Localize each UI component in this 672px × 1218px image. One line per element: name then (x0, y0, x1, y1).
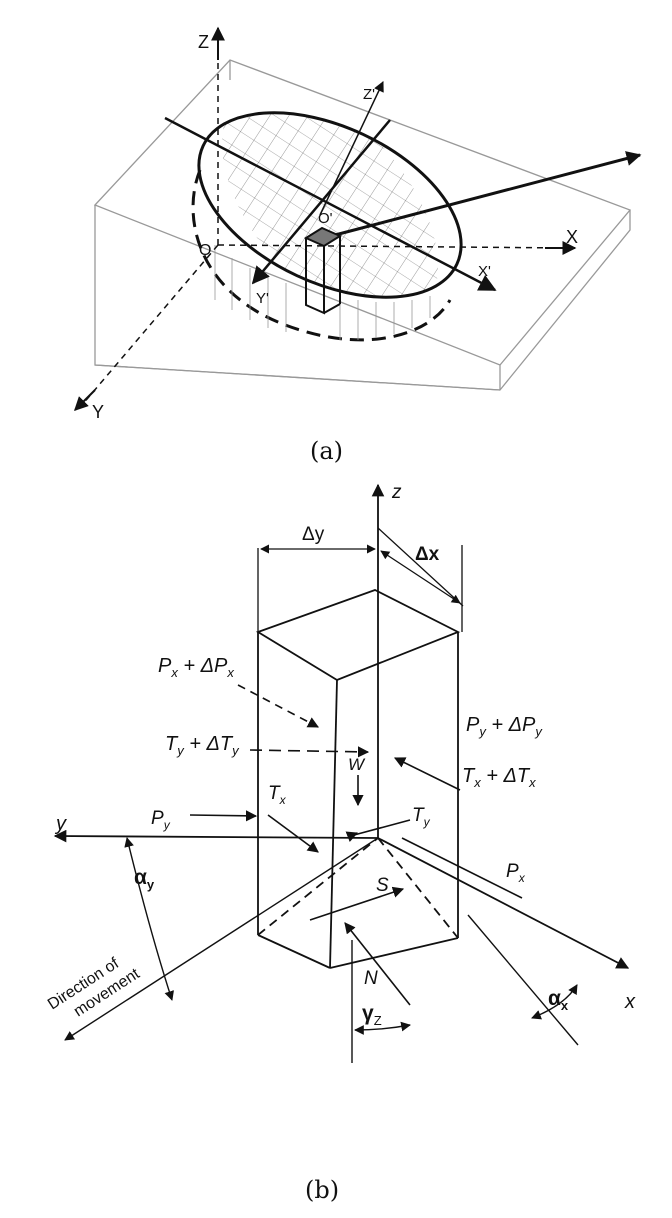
label-px: Px (506, 861, 526, 885)
label-alpha-x: αx (548, 987, 569, 1013)
x-prime-axis (164, 116, 497, 292)
global-axes-dashed (81, 50, 571, 406)
label-o-prime: O' (318, 210, 333, 227)
label-tx: Tx (268, 783, 287, 807)
y-axis-tip (74, 389, 96, 411)
label-z: Z (198, 32, 209, 52)
label-direction-of-movement: Direction of movement (45, 948, 143, 1030)
x-axis (377, 837, 630, 969)
label-w: W (348, 755, 366, 774)
label-y-lower: y (54, 813, 67, 835)
column-block (255, 589, 461, 969)
label-s: S (376, 875, 389, 896)
slope-block (93, 59, 632, 391)
dimension-lines (257, 527, 464, 632)
label-alpha-y: αy (134, 866, 155, 892)
y-prime-axis (251, 119, 391, 285)
label-px-dpx: Px + ΔPx (158, 655, 234, 680)
label-py: Py (151, 808, 171, 832)
label-ty-dty: Ty + ΔTy (165, 733, 240, 758)
label-z-prime: Z' (363, 86, 375, 103)
movement-arrow (334, 151, 642, 237)
panel-a: Z X Y O Z' O' X' Y' (a) (74, 26, 642, 465)
panel-b: z y x Δy Δx Px + ΔPx Ty + ΔTy Py + ΔPy T… (45, 482, 636, 1204)
angle-guides (64, 837, 579, 1063)
label-x: X (566, 227, 578, 247)
force-arrows (189, 684, 523, 1006)
label-y: Y (92, 402, 104, 422)
caption-b: (b) (305, 1176, 339, 1204)
label-z-lower: z (391, 482, 402, 503)
slip-surface-outline (197, 111, 463, 299)
label-delta-x: Δx (415, 544, 440, 565)
caption-a: (a) (310, 437, 343, 465)
column-element (303, 226, 343, 315)
label-x-lower: x (624, 991, 636, 1013)
slip-side-hatch (214, 245, 431, 340)
label-delta-y: Δy (302, 524, 325, 545)
label-x-prime: X' (478, 263, 491, 280)
label-n: N (364, 968, 378, 989)
label-o: O (199, 242, 211, 259)
label-y-prime: Y' (256, 290, 269, 307)
label-gamma-z: γZ (362, 1002, 382, 1028)
z-prime-axis (319, 81, 384, 216)
label-ty: Ty (412, 805, 431, 829)
slip-base-dashed (191, 169, 452, 342)
y-axis (53, 829, 379, 843)
label-tx-dtx: Tx + ΔTx (462, 765, 536, 790)
label-py-dpy: Py + ΔPy (466, 714, 543, 739)
